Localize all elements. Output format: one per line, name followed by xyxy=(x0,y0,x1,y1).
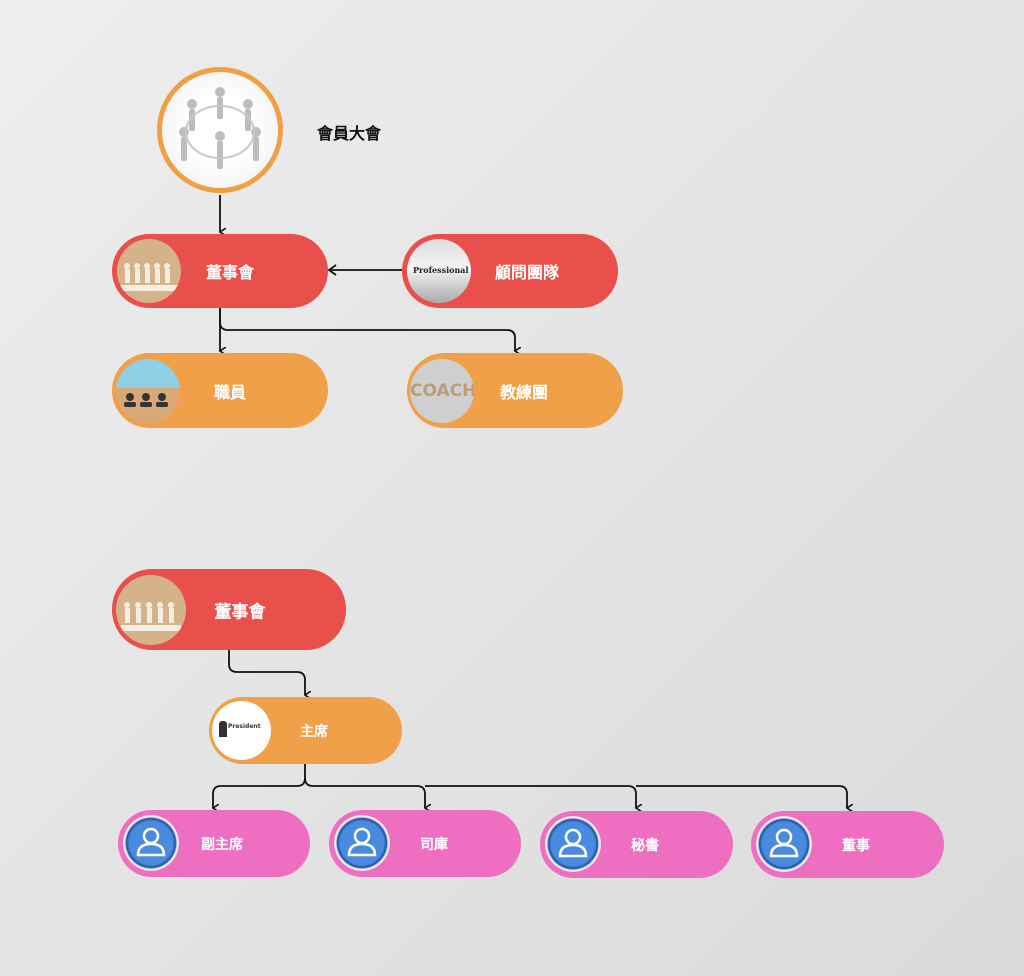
president-image-text: President xyxy=(228,723,261,730)
coach-image-text: COACH xyxy=(410,381,474,401)
node-board-2[interactable]: 董事會 xyxy=(112,569,346,650)
user-icon xyxy=(334,815,390,871)
people-figures-icon xyxy=(121,602,181,631)
board-image xyxy=(117,239,181,303)
node-treasurer[interactable]: 司庫 xyxy=(329,810,521,877)
people-figures-icon xyxy=(121,263,177,291)
board-label-2: 董事會 xyxy=(214,602,266,622)
node-staff[interactable]: 職員 xyxy=(112,353,328,428)
user-icon xyxy=(756,816,812,872)
connector-board-chairman xyxy=(228,650,305,695)
president-figure-icon xyxy=(219,721,227,737)
connector-chairman-members xyxy=(213,764,306,808)
user-icon xyxy=(123,815,179,871)
advisors-image: Professional xyxy=(407,239,471,303)
chairman-image: President xyxy=(212,701,271,760)
general-assembly-image xyxy=(157,67,283,193)
coaches-image: COACH xyxy=(410,359,474,423)
node-coaches[interactable]: COACH 教練團 xyxy=(407,353,623,428)
member-label: 秘書 xyxy=(631,837,659,854)
member-label: 董事 xyxy=(842,837,870,854)
people-blocks-icon xyxy=(124,393,168,407)
professional-image-text: Professional xyxy=(413,265,469,275)
board-label: 董事會 xyxy=(205,263,255,282)
node-advisors[interactable]: Professional 顧問團隊 xyxy=(402,234,618,308)
coaches-label: 教練團 xyxy=(499,382,549,402)
node-secretary[interactable]: 秘書 xyxy=(540,811,733,878)
general-assembly-label: 會員大會 xyxy=(317,124,382,143)
staff-label: 職員 xyxy=(213,382,247,402)
member-label: 副主席 xyxy=(201,836,243,853)
node-chairman[interactable]: President 主席 xyxy=(209,697,402,764)
member-label: 司庫 xyxy=(420,836,448,853)
node-vice-chairman[interactable]: 副主席 xyxy=(118,810,310,877)
chairman-label: 主席 xyxy=(300,723,328,740)
board-image-2 xyxy=(116,575,186,645)
connector-board-coaches xyxy=(219,308,515,351)
user-icon xyxy=(545,816,601,872)
people-circle-icon xyxy=(179,87,261,169)
node-director[interactable]: 董事 xyxy=(751,811,944,878)
staff-image xyxy=(116,359,180,423)
node-board[interactable]: 董事會 xyxy=(112,234,328,308)
advisors-label: 顧問團隊 xyxy=(494,263,560,282)
